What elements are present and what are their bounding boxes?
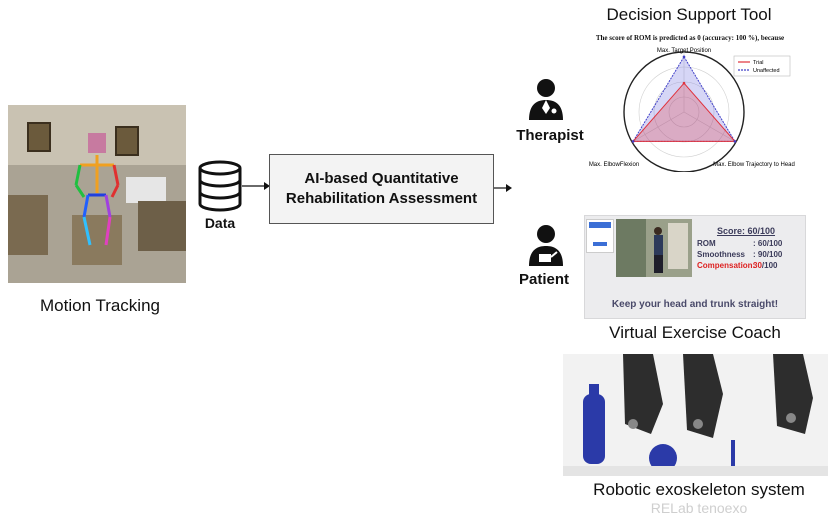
assessment-box: AI-based Quantitative Rehabilitation Ass… xyxy=(269,154,494,224)
radar-point-unaffected xyxy=(682,55,686,59)
patient-icon xyxy=(527,224,565,271)
data-label: Data xyxy=(204,215,236,231)
doctor-icon xyxy=(527,78,565,125)
radar-series-unaffected xyxy=(632,55,736,142)
exoskeleton-image xyxy=(563,354,828,476)
motion-tracking-image xyxy=(8,105,186,283)
exoskeleton-credit: RELab tenoexo xyxy=(650,500,748,516)
assessment-title-line1: AI-based Quantitative xyxy=(304,170,459,187)
database-icon xyxy=(196,160,244,217)
therapist-label: Therapist xyxy=(516,127,584,144)
radar-grid xyxy=(623,51,745,172)
radar-axis-label: Max. Target Position xyxy=(657,48,711,54)
arrow-to-assessment xyxy=(242,182,270,190)
radar-spoke xyxy=(683,111,737,143)
decision-support-subtitle: The score of ROM is predicted as 0 (accu… xyxy=(595,34,785,42)
radar-chart: Max. Target Position Max. Elbow Trajecto… xyxy=(589,48,795,172)
radar-point-unaffected xyxy=(733,140,737,143)
exoskeleton-caption: Robotic exoskeleton system xyxy=(593,480,805,499)
virtual-coach-sidebar xyxy=(586,219,614,253)
score-row-compensation: Compensation:30/100 xyxy=(697,261,778,270)
decision-support-title: Decision Support Tool xyxy=(606,5,772,24)
virtual-coach-message: Keep your head and trunk straight! xyxy=(611,299,779,310)
assessment-title-line2: Rehabilitation Assessment xyxy=(285,190,478,207)
radar-spoke xyxy=(631,111,685,143)
patient-label: Patient xyxy=(518,271,569,288)
radar-axis-label: Max. ElbowFlexion xyxy=(589,162,639,168)
legend-unaffected: Unaffected xyxy=(753,68,780,74)
radar-point-trial xyxy=(682,81,686,85)
radar-series-trial xyxy=(631,82,737,142)
score-row-rom: ROM: 60/100 xyxy=(697,239,783,248)
virtual-coach-video xyxy=(616,219,692,277)
radar-axis-label: Max. Elbow Trajectory to Head xyxy=(713,162,795,168)
radar-legend: Trial Unaffected xyxy=(733,55,791,77)
skeleton-overlay xyxy=(8,105,186,283)
score-row-smoothness: Smoothness: 90/100 xyxy=(697,250,783,259)
radar-point-unaffected xyxy=(631,140,635,143)
legend-trial: Trial xyxy=(753,60,764,66)
virtual-coach-caption: Virtual Exercise Coach xyxy=(609,323,781,342)
arrow-from-assessment xyxy=(494,184,512,192)
motion-tracking-caption: Motion Tracking xyxy=(40,296,160,315)
virtual-coach-score: Score: 60/100 xyxy=(716,226,776,236)
